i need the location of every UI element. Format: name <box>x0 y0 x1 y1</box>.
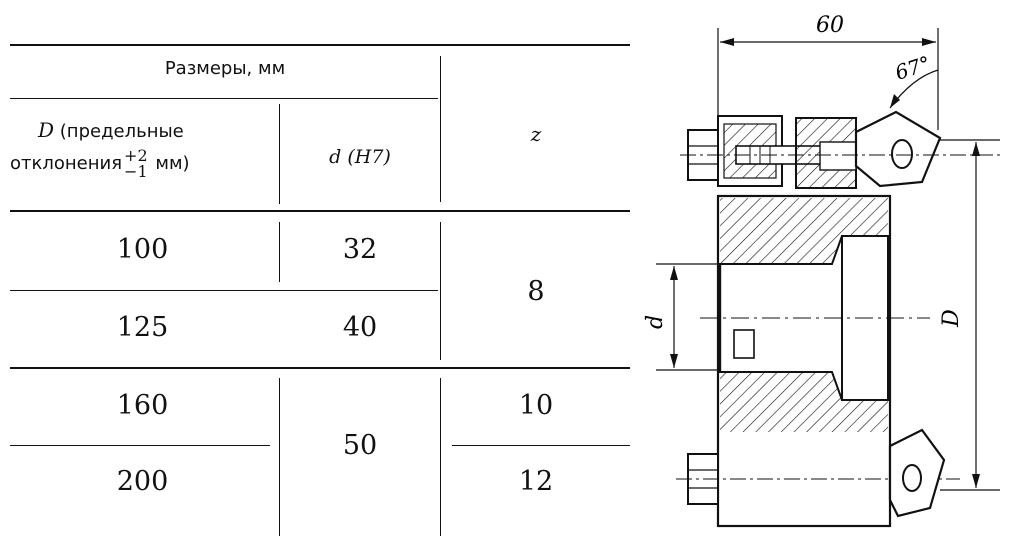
header-D-unit: мм) <box>155 153 190 174</box>
header-bottom-rule <box>10 210 630 212</box>
header-col-z: z <box>530 122 542 146</box>
tolerance-lower: −1 <box>124 162 148 181</box>
row-divider-160-200-z <box>452 445 630 446</box>
cell-z-rows1-2: 8 <box>527 276 545 307</box>
header-col-D: D (предельные отклонения+2−1 мм) <box>10 118 275 180</box>
cell-d-row1: 32 <box>342 234 378 265</box>
cell-D-row2: 125 <box>116 312 169 343</box>
table-top-rule <box>10 44 630 46</box>
header-D-symbol: D <box>38 118 55 142</box>
col-sep-z-header <box>440 56 441 202</box>
col-sep-D-d-header <box>279 104 280 204</box>
header-col-d: d (H7) <box>329 146 391 168</box>
cell-D-row1: 100 <box>116 234 169 265</box>
header-group-rule <box>10 98 438 99</box>
dim-large-label: D <box>939 309 964 328</box>
dim-small-label: d <box>643 315 668 329</box>
cell-d-rows3-4: 50 <box>342 430 378 461</box>
header-D-line2: отклонения <box>10 153 123 174</box>
col-sep-d-z-bottom <box>440 378 441 536</box>
group-divider <box>10 367 630 369</box>
cell-z-row4: 12 <box>518 466 554 497</box>
flange-cross-section: 60 67° d <box>643 13 1000 528</box>
col-sep-D-d-bottom <box>279 378 280 536</box>
tolerance-fraction: +2−1 <box>124 148 148 180</box>
dimension-table: Размеры, мм D (предельные отклонения+2−1… <box>10 44 630 536</box>
keyway <box>733 329 755 359</box>
header-D-line1: (предельные <box>59 121 184 142</box>
technical-drawing: 60 67° d <box>640 0 1024 544</box>
cell-D-row4: 200 <box>116 466 169 497</box>
cell-d-row2: 40 <box>342 312 378 343</box>
row-divider-160-200-D <box>10 445 270 446</box>
dim-width-label: 60 <box>816 13 844 38</box>
col-sep-D-d-row1 <box>279 222 280 282</box>
row-divider-100-125 <box>10 290 438 291</box>
cell-D-row3: 160 <box>116 390 169 421</box>
cell-z-row3: 10 <box>518 390 554 421</box>
dim-angle-label: 67° <box>892 51 933 85</box>
col-sep-d-z-top <box>440 222 441 360</box>
header-group-label: Размеры, мм <box>164 58 286 79</box>
tolerance-upper: +2 <box>124 146 148 165</box>
